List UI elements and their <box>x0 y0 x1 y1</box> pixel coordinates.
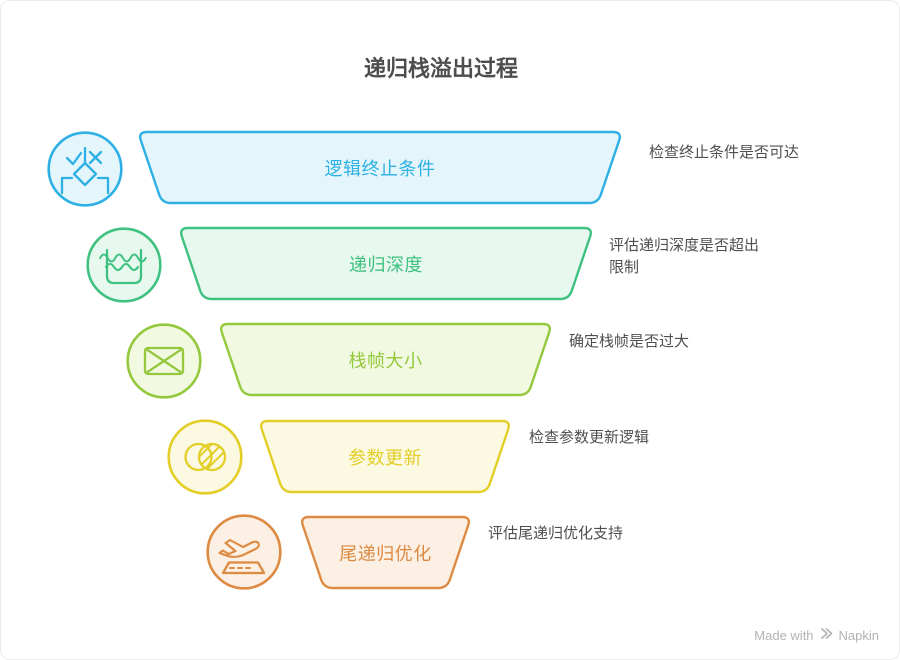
funnel-segment-1[interactable] <box>138 130 622 205</box>
funnel-segment-3[interactable] <box>219 322 552 397</box>
funnel-segment-2[interactable] <box>179 226 593 301</box>
watermark: Made with Napkin <box>754 626 879 644</box>
water-depth-icon <box>86 227 162 303</box>
funnel-segment-4[interactable] <box>259 419 511 494</box>
envelope-size-icon <box>126 323 202 399</box>
decision-branch-icon <box>47 131 123 207</box>
annotation: 评估尾递归优化支持 <box>488 525 624 542</box>
page-title: 递归栈溢出过程 <box>363 56 518 81</box>
annotation: 评估递归深度是否超出 限制 <box>609 237 760 276</box>
watermark-prefix: Made with <box>754 627 814 643</box>
venn-overlap-icon <box>167 419 243 495</box>
annotation: 检查参数更新逻辑 <box>529 429 650 446</box>
funnel-segment-5[interactable] <box>300 515 471 590</box>
annotation: 确定栈帧是否过大 <box>569 333 690 350</box>
plane-takeoff-icon <box>206 514 282 590</box>
watermark-brand: Napkin <box>838 627 879 643</box>
napkin-logo-icon <box>819 626 834 644</box>
annotation: 检查终止条件是否可达 <box>649 144 800 161</box>
